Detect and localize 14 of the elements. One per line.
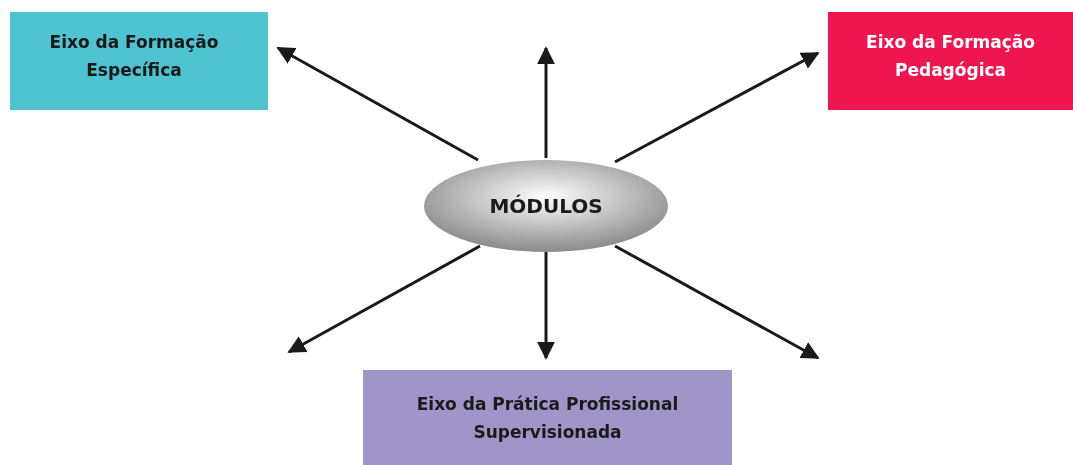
text-box (10, 12, 268, 110)
arrow (614, 244, 820, 360)
text-box (828, 12, 1073, 110)
text-box (363, 370, 732, 465)
arrow (614, 51, 820, 164)
node-label: Eixo da Formação Específica (48, 31, 220, 82)
arrow (537, 252, 555, 360)
ellipse-node (424, 160, 668, 252)
arrow (276, 46, 479, 162)
arrow (287, 244, 481, 354)
arrow (537, 46, 555, 158)
node-label: Eixo da Formação Pedagógica (865, 31, 1036, 82)
node-label: Eixo da Prática Profissional Supervisionada (415, 392, 680, 444)
node-label: MÓDULOS (489, 193, 603, 220)
